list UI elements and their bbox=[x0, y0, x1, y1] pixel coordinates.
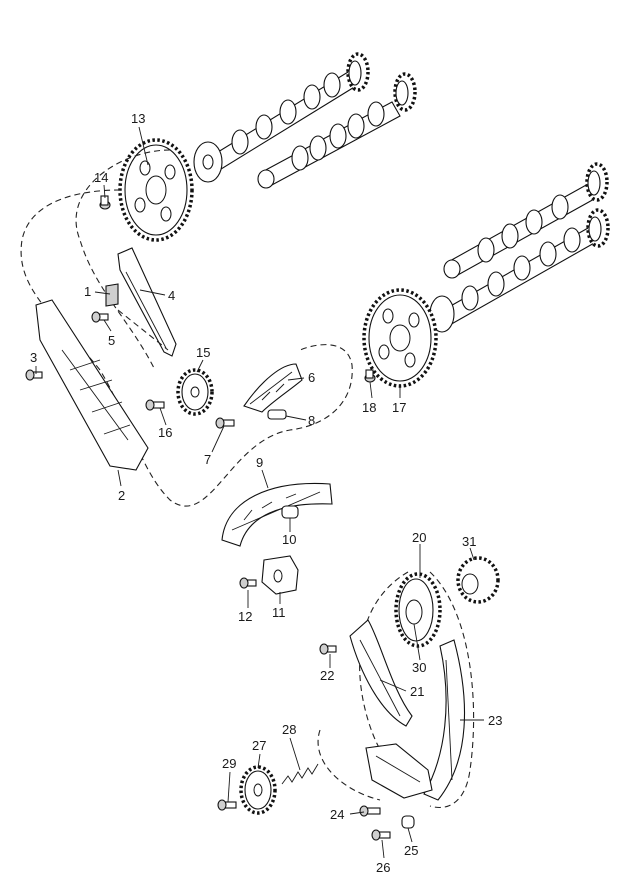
tensioner-rail-4 bbox=[117, 247, 177, 357]
guide-rail-21 bbox=[349, 619, 413, 727]
callout-20: 20 bbox=[412, 530, 426, 545]
camshaft-upper-left-rear bbox=[257, 72, 417, 189]
guide-rail-2 bbox=[35, 299, 149, 471]
bolt-5 bbox=[91, 311, 109, 323]
callout-28: 28 bbox=[282, 722, 296, 737]
chain-link-1 bbox=[105, 283, 119, 307]
callout-6: 6 bbox=[308, 370, 315, 385]
callout-25: 25 bbox=[404, 843, 418, 858]
callout-2: 2 bbox=[118, 488, 125, 503]
bolt-26 bbox=[371, 829, 391, 841]
callout-14: 14 bbox=[94, 170, 108, 185]
callout-29: 29 bbox=[222, 756, 236, 771]
camshaft-upper-right-front bbox=[429, 208, 610, 333]
bolt-3 bbox=[25, 369, 43, 381]
callout-22: 22 bbox=[320, 668, 334, 683]
pin-10 bbox=[281, 505, 299, 519]
camshaft-sprocket-17 bbox=[362, 288, 438, 388]
callout-16: 16 bbox=[158, 425, 172, 440]
tensioner-rail-23 bbox=[423, 639, 466, 801]
callout-8: 8 bbox=[308, 413, 315, 428]
callout-17: 17 bbox=[392, 400, 406, 415]
callout-26: 26 bbox=[376, 860, 390, 875]
bolt-24 bbox=[359, 805, 381, 817]
callout-1: 1 bbox=[84, 284, 91, 299]
callout-24: 24 bbox=[330, 807, 344, 822]
pin-8 bbox=[267, 409, 287, 420]
camshaft-upper-left-front bbox=[193, 52, 370, 183]
callout-7: 7 bbox=[204, 452, 211, 467]
bolt-14 bbox=[99, 195, 111, 210]
bracket-11 bbox=[261, 555, 299, 595]
chain-tensioner-6 bbox=[243, 363, 303, 413]
crankshaft-sprocket-20 bbox=[394, 572, 442, 648]
callout-labels: 13 14 1 4 5 3 2 15 16 6 7 8 18 17 9 10 1… bbox=[30, 111, 502, 875]
upper-timing-chain bbox=[20, 149, 353, 507]
callout-4: 4 bbox=[168, 288, 175, 303]
bolt-18 bbox=[364, 369, 376, 383]
leader-lines bbox=[35, 126, 484, 859]
callout-11: 11 bbox=[272, 605, 286, 620]
bolt-16 bbox=[145, 399, 165, 411]
callout-31: 31 bbox=[462, 534, 476, 549]
callout-23: 23 bbox=[488, 713, 502, 728]
camshaft-upper-right-rear bbox=[443, 162, 609, 279]
spring-28 bbox=[281, 763, 319, 785]
callout-15: 15 bbox=[196, 345, 210, 360]
callout-5: 5 bbox=[108, 333, 115, 348]
camshaft-sprocket-13 bbox=[118, 138, 194, 242]
tensioner-housing-lower bbox=[365, 743, 433, 799]
bolt-29 bbox=[217, 799, 237, 811]
bolt-7 bbox=[215, 417, 235, 429]
callout-18: 18 bbox=[362, 400, 376, 415]
guide-rail-9 bbox=[221, 482, 333, 547]
callout-21: 21 bbox=[410, 684, 424, 699]
intermediate-sprocket-15 bbox=[176, 368, 214, 416]
callout-9: 9 bbox=[256, 455, 263, 470]
bolt-22 bbox=[319, 643, 337, 655]
callout-12: 12 bbox=[238, 609, 252, 624]
callout-3: 3 bbox=[30, 350, 37, 365]
callout-10: 10 bbox=[282, 532, 296, 547]
gear-31 bbox=[456, 556, 500, 604]
chain-segment-upper bbox=[117, 309, 169, 351]
oil-pump-sprocket-27 bbox=[239, 765, 277, 815]
callout-13: 13 bbox=[131, 111, 145, 126]
callout-27: 27 bbox=[252, 738, 266, 753]
bolt-12 bbox=[239, 577, 257, 589]
pin-25 bbox=[401, 815, 415, 829]
lower-timing-chain bbox=[317, 571, 475, 808]
callout-30: 30 bbox=[412, 660, 426, 675]
